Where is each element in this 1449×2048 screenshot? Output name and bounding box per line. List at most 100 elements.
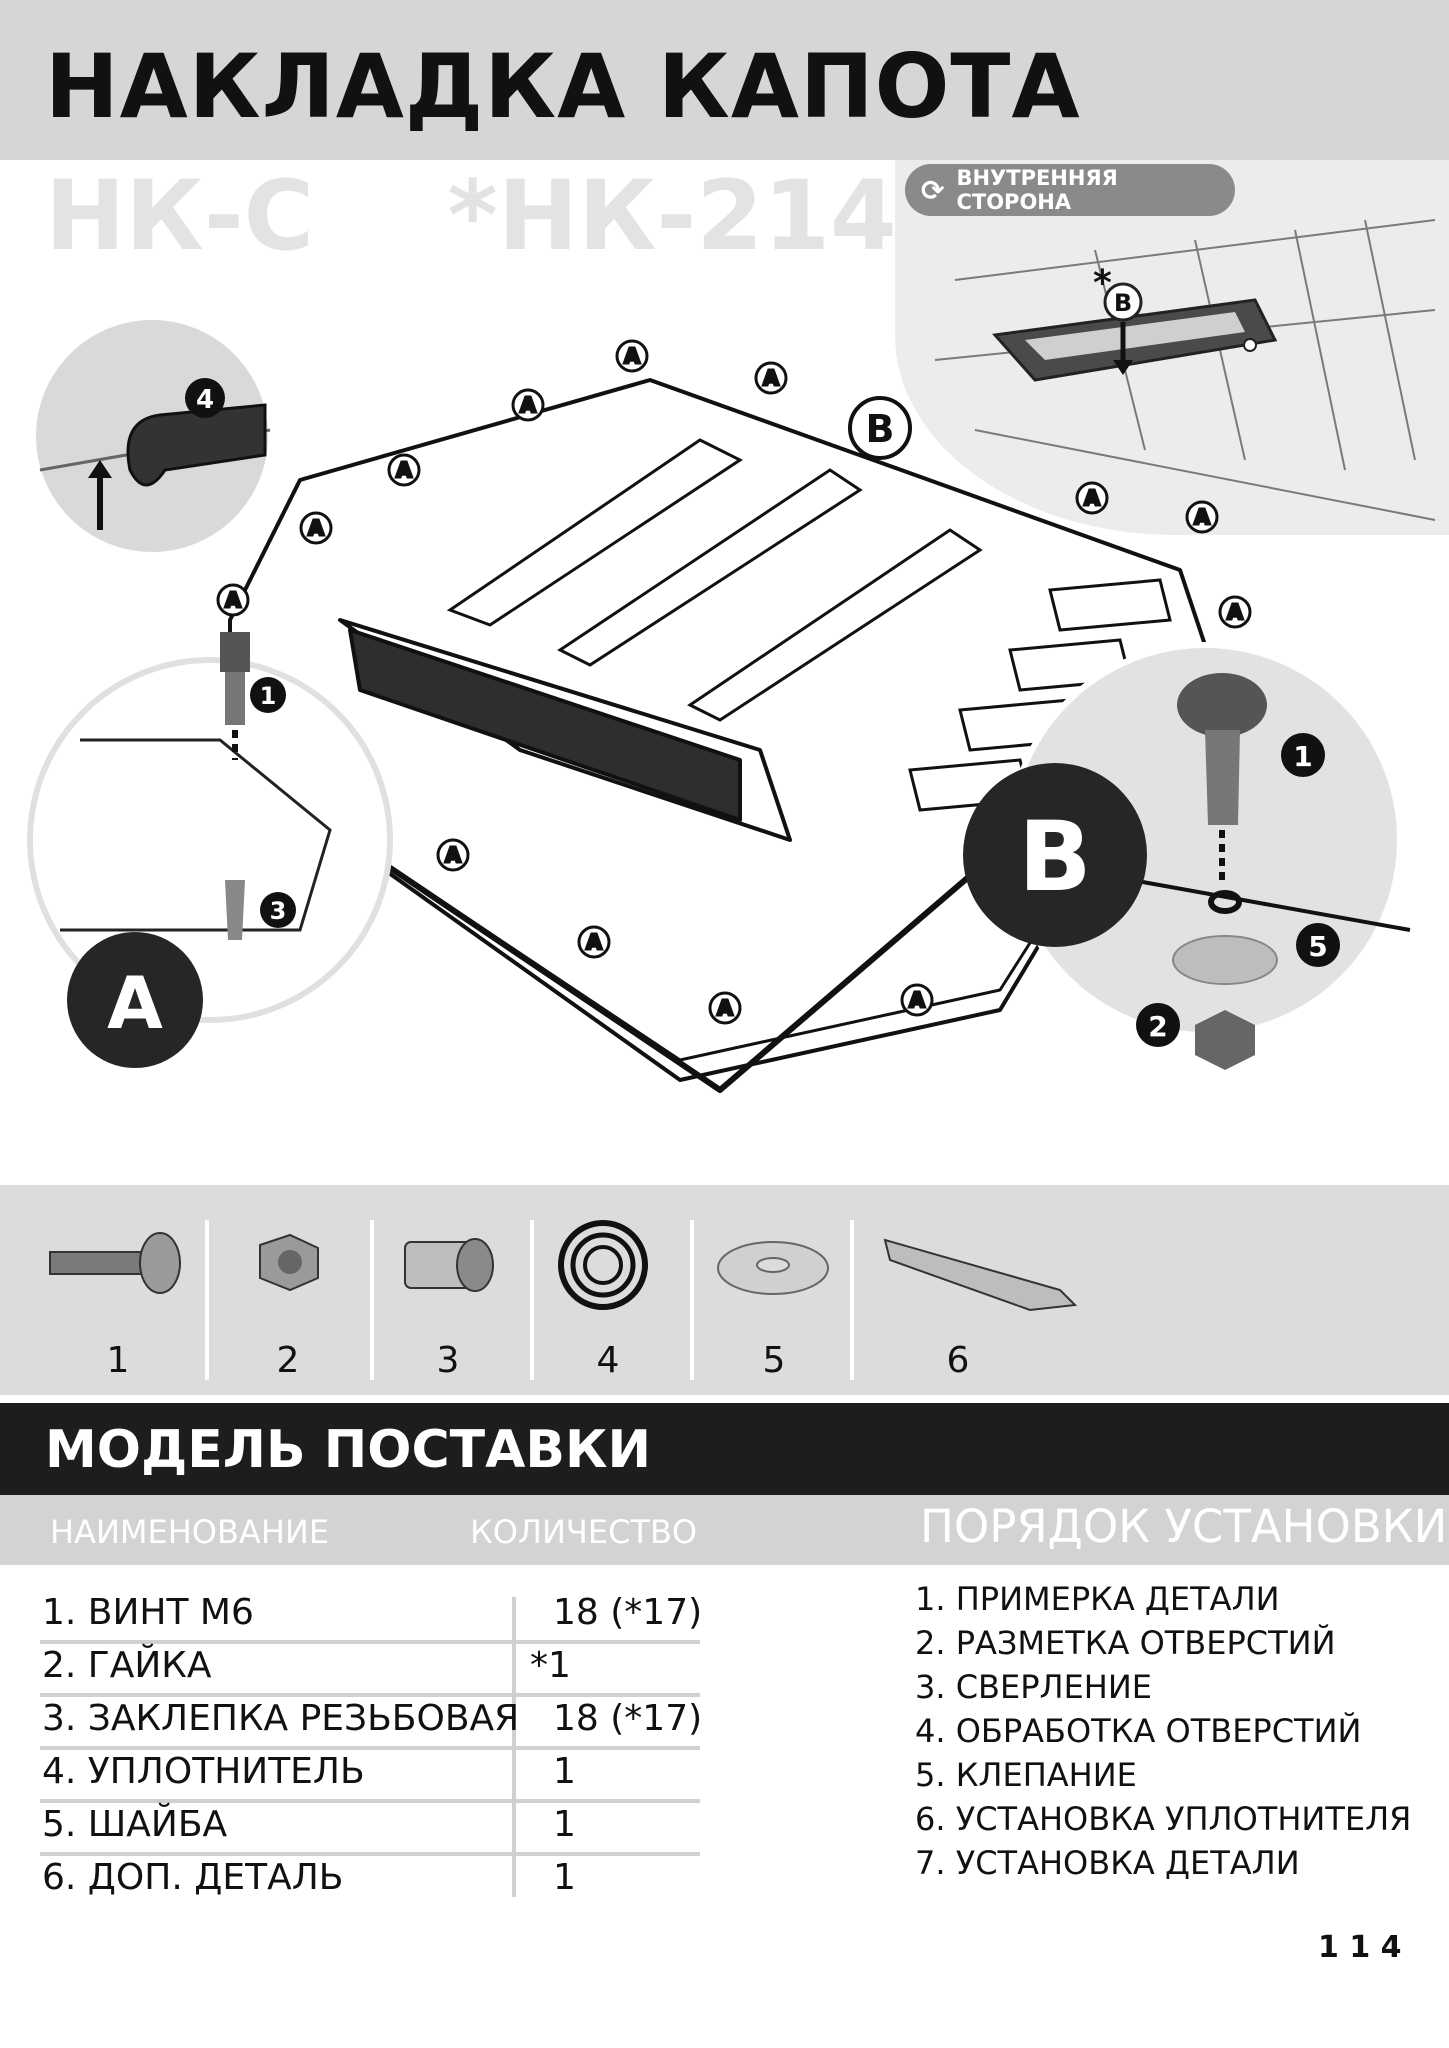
part-number: 1: [106, 1340, 130, 1381]
point-a-letter: A: [717, 996, 733, 1020]
table-row-line: [40, 1693, 700, 1697]
part-separator: [530, 1220, 534, 1380]
table-row-qty: *1: [530, 1645, 571, 1686]
table-row-name: 6. ДОП. ДЕТАЛЬ: [42, 1857, 344, 1898]
point-a-letter: A: [520, 393, 536, 417]
rivet-nut-icon: [404, 1238, 494, 1292]
point-a: [1185, 500, 1219, 534]
model-codes: НК-С *НК-214: [45, 160, 997, 272]
model-code-1: НК-С: [45, 160, 315, 272]
supply-title-band: [0, 1403, 1449, 1495]
point-a: [387, 453, 421, 487]
seal-callout: 4: [196, 385, 214, 415]
part-number: 6: [946, 1340, 970, 1381]
inner-marker-asterisk: *: [1093, 263, 1112, 304]
table-row-line: [40, 1640, 700, 1644]
fastening-point-b: B: [848, 396, 912, 460]
install-step: 1. ПРИМЕРКА ДЕТАЛИ: [915, 1580, 1280, 1618]
point-a-letter: A: [909, 988, 925, 1012]
point-a: [754, 361, 788, 395]
install-step: 5. КЛЕПАНИЕ: [915, 1756, 1137, 1794]
table-row-qty: 1: [553, 1804, 576, 1845]
table-row-line: [40, 1746, 700, 1750]
point-a: [436, 838, 470, 872]
table-row-qty: 18 (*17): [553, 1698, 703, 1739]
point-a-letter: A: [763, 366, 779, 390]
part-number: 4: [596, 1340, 620, 1381]
install-step: 3. СВЕРЛЕНИЕ: [915, 1668, 1153, 1706]
inner-side-illustration: B *: [934, 219, 1436, 521]
point-a-letter: A: [586, 930, 602, 954]
detail-a-letter: A: [107, 961, 163, 1045]
point-a: [577, 925, 611, 959]
point-a-letter: A: [225, 588, 241, 612]
column-header-name: НАИМЕНОВАНИЕ: [50, 1513, 330, 1551]
detail-b-callout-2: 2: [1148, 1010, 1167, 1043]
table-row-line: [40, 1799, 700, 1803]
inner-side-badge: ⟳ ВНУТРЕННЯЯ СТОРОНА: [905, 164, 1235, 216]
point-a-letter: A: [1084, 486, 1100, 510]
title-band: [0, 0, 1449, 160]
nut-icon: [259, 1233, 319, 1292]
point-a: [900, 983, 934, 1017]
detail-b-letter: B: [1018, 801, 1091, 913]
table-row-line: [40, 1852, 700, 1856]
install-step: 2. РАЗМЕТКА ОТВЕРСТИЙ: [915, 1624, 1336, 1662]
point-a: [708, 991, 742, 1025]
parts-illustrations: [49, 1220, 1078, 1312]
table-row-qty: 1: [553, 1857, 576, 1898]
extra-part-bracket: [992, 298, 1278, 382]
parts-band: [0, 1185, 1449, 1395]
detail-a: A 1 3: [27, 632, 393, 1068]
point-a-letter: A: [445, 843, 461, 867]
seal-detail: 4: [32, 320, 272, 556]
point-a-letter: A: [1194, 505, 1210, 529]
part-separator: [850, 1220, 854, 1380]
point-b-letter: B: [866, 407, 895, 451]
supply-title: МОДЕЛЬ ПОСТАВКИ: [45, 1420, 651, 1480]
table-row-name: 2. ГАЙКА: [42, 1645, 212, 1686]
point-a: [299, 511, 333, 545]
table-row-qty: 18 (*17): [553, 1592, 703, 1633]
page-mark: 1 1 4: [1318, 1930, 1402, 1965]
part-number: 2: [276, 1340, 300, 1381]
hood-overlay-diagram: 4 AAAAAAAAAAAAAAAAAA: [27, 320, 1411, 1093]
part-separator: [205, 1220, 209, 1380]
part-separator: [370, 1220, 374, 1380]
washer-icon: [717, 1241, 829, 1295]
install-step: 7. УСТАНОВКА ДЕТАЛИ: [915, 1844, 1300, 1882]
column-header-quantity: КОЛИЧЕСТВО: [470, 1513, 698, 1551]
part-number: 5: [762, 1340, 786, 1381]
rotate-icon: ⟳: [921, 173, 945, 207]
table-row-name: 3. ЗАКЛЕПКА РЕЗЬБОВАЯ: [42, 1698, 520, 1739]
inner-side-view: B *: [895, 160, 1449, 535]
table-row-name: 5. ШАЙБА: [42, 1804, 228, 1845]
part-number: 3: [436, 1340, 460, 1381]
detail-b: B 1 5 2: [963, 642, 1411, 1070]
inner-side-label: ВНУТРЕННЯЯ СТОРОНА: [956, 166, 1118, 214]
point-a: [1075, 481, 1109, 515]
model-code-2: *НК-214: [447, 160, 897, 272]
table-row-qty: 1: [553, 1751, 576, 1792]
point-a: [615, 339, 649, 373]
extra-part-icon: [883, 1238, 1078, 1312]
install-step: 4. ОБРАБОТКА ОТВЕРСТИЙ: [915, 1712, 1362, 1750]
detail-b-callout-5: 5: [1308, 930, 1327, 963]
point-a-letter: A: [624, 344, 640, 368]
point-a: [1218, 595, 1252, 629]
point-a-letter: A: [1227, 600, 1243, 624]
table-row-name: 4. УПЛОТНИТЕЛЬ: [42, 1751, 365, 1792]
detail-b-callout-1: 1: [1293, 740, 1312, 773]
bolt-icon: [49, 1232, 181, 1294]
install-step: 6. УСТАНОВКА УПЛОТНИТЕЛЯ: [915, 1800, 1412, 1838]
inner-marker-b: B *: [1093, 263, 1143, 375]
table-header-band: [0, 1495, 1449, 1565]
column-header-install-order: ПОРЯДОК УСТАНОВКИ: [920, 1500, 1448, 1553]
seal-roll-icon: [558, 1220, 648, 1310]
table-row-name: 1. ВИНТ М6: [42, 1592, 254, 1633]
point-a: [216, 583, 250, 617]
page-title: НАКЛАДКА КАПОТА: [45, 35, 1081, 138]
point-a: [511, 388, 545, 422]
point-a-letter: A: [396, 458, 412, 482]
detail-a-callout-3: 3: [270, 897, 287, 925]
